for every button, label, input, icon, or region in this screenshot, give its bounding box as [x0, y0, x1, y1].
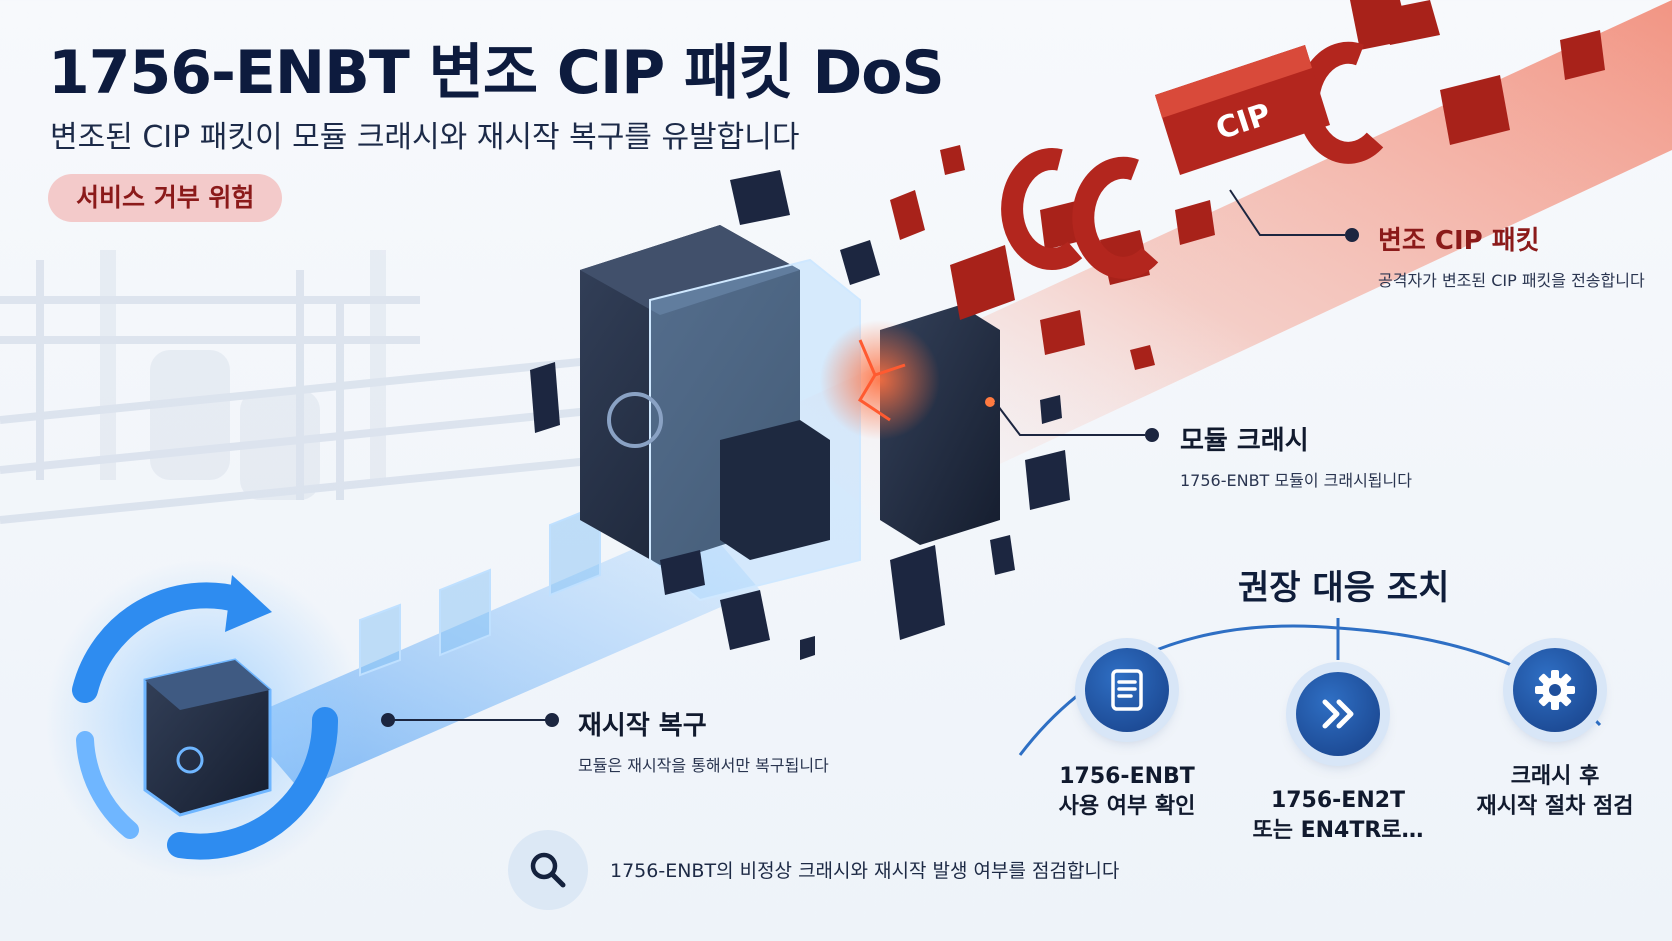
restart-cycle [45, 560, 365, 880]
step-review-restart: 크래시 후 재시작 절차 점검 [1435, 648, 1672, 822]
step-check-usage: 1756-ENBT 사용 여부 확인 [1007, 648, 1247, 822]
page-title: 1756-ENBT 변조 CIP 패킷 DoS [48, 38, 945, 108]
footer-check-text: 1756-ENBT의 비정상 크래시와 재시작 발생 여부를 점검합니다 [610, 860, 1120, 882]
enbt-module-crashing [580, 225, 1000, 602]
debris-fragments [530, 170, 1070, 660]
callout-crash: 모듈 크래시 1756-ENBT 모듈이 크래시됩니다 [1180, 420, 1412, 491]
callout-crash-title: 모듈 크래시 [1180, 426, 1309, 456]
step-review-restart-label: 크래시 후 재시작 절차 점검 [1476, 764, 1634, 819]
search-icon [508, 830, 588, 910]
callout-restart-desc: 모듈은 재시작을 통해서만 복구됩니다 [578, 756, 829, 775]
step-migrate-module-label: 1756-EN2T 또는 EN4TR로… [1252, 788, 1424, 843]
gear-icon [1513, 648, 1597, 732]
step-migrate-module: 1756-EN2T 또는 EN4TR로… [1218, 672, 1458, 846]
double-chevron-right-icon [1296, 672, 1380, 756]
step-check-usage-label: 1756-ENBT 사용 여부 확인 [1058, 764, 1196, 819]
cip-packet: CIP [1155, 45, 1330, 175]
factory-background [0, 250, 601, 524]
callout-lines [381, 189, 1359, 727]
callout-crash-desc: 1756-ENBT 모듈이 크래시됩니다 [1180, 471, 1412, 490]
red-fragments [890, 0, 1605, 370]
page-subtitle: 변조된 CIP 패킷이 모듈 크래시와 재시작 복구를 유발합니다 [50, 120, 800, 155]
callout-packet: 변조 CIP 패킷 공격자가 변조된 CIP 패킷을 전송합니다 [1378, 220, 1645, 291]
recovery-stream [240, 520, 760, 790]
callout-packet-desc: 공격자가 변조된 CIP 패킷을 전송합니다 [1378, 271, 1645, 290]
callout-restart: 재시작 복구 모듈은 재시작을 통해서만 복구됩니다 [578, 705, 829, 776]
risk-badge: 서비스 거부 위험 [48, 174, 283, 222]
callout-packet-title: 변조 CIP 패킷 [1378, 226, 1540, 256]
recommendations-title: 권장 대응 조치 [1238, 568, 1450, 608]
callout-restart-title: 재시작 복구 [578, 711, 707, 741]
footer-check: 1756-ENBT의 비정상 크래시와 재시작 발생 여부를 점검합니다 [508, 830, 1508, 910]
document-icon [1085, 648, 1169, 732]
